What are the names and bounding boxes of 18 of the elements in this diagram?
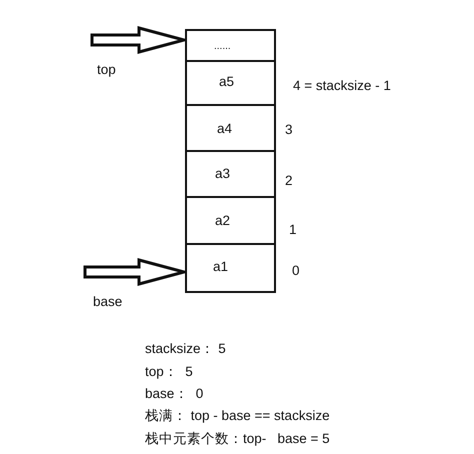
index-label: 1: [289, 222, 297, 237]
stack-cell: ......: [185, 29, 276, 62]
stack-cell: a4: [185, 104, 276, 152]
index-label: 3: [285, 122, 293, 137]
pointer-label: base: [93, 294, 122, 309]
index-label: 4 = stacksize - 1: [293, 78, 391, 93]
note-text: base： 0: [145, 385, 204, 403]
index-label: 2: [285, 173, 293, 188]
note-text: stacksize： 5: [145, 340, 226, 358]
stack-cell: a5: [185, 60, 276, 106]
note-text: top： 5: [145, 363, 193, 381]
stack-cell: a1: [185, 243, 276, 293]
stack-cell: a3: [185, 150, 276, 198]
pointer-label: top: [97, 62, 116, 77]
stack-cell: a2: [185, 196, 276, 245]
index-label: 0: [292, 263, 300, 278]
note-text: 栈满： top - base == stacksize: [145, 407, 330, 425]
note-text: 栈中元素个数：top- base = 5: [145, 430, 330, 448]
